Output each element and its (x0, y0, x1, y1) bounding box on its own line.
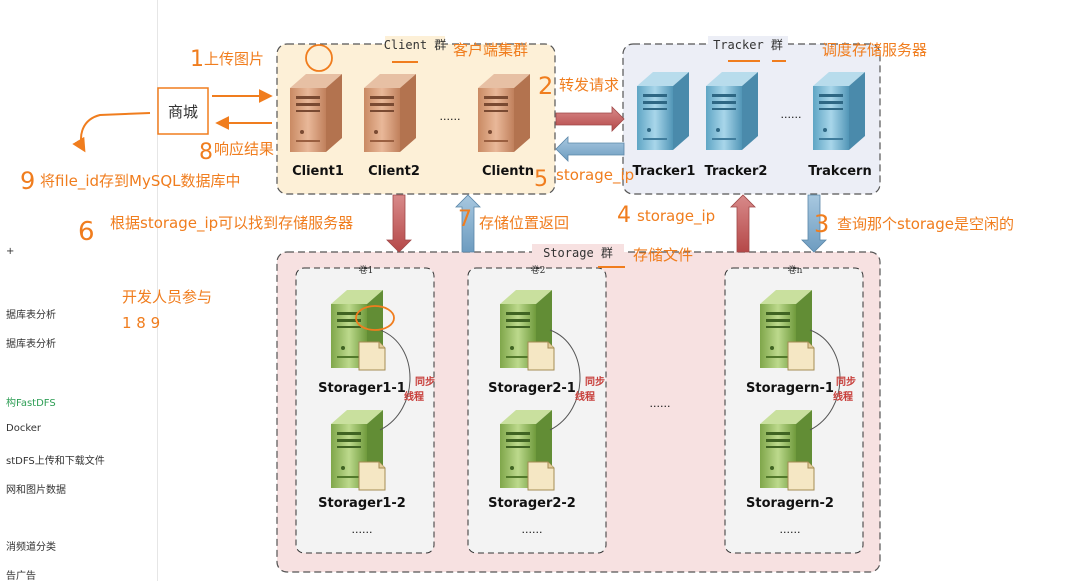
storager1-more: ...... (352, 523, 373, 536)
tracker2-label: Tracker2 (705, 164, 768, 179)
sidebar-item-6[interactable]: 网和图片数据 (6, 485, 66, 496)
arrow-tracker-to-storage (801, 194, 827, 253)
storagern-more: ...... (780, 523, 801, 536)
annotation-6-num: 6 (78, 217, 95, 247)
tracker-group-title-bg (385, 36, 445, 52)
storagern-1-server-icon (759, 289, 815, 371)
annotation-3-num: 3 (814, 210, 829, 238)
storager2-more: ...... (522, 523, 543, 536)
annotation-tracker-cn: 调度存储服务器 (822, 41, 927, 59)
arrow-mall-to-db (72, 112, 151, 153)
volume-2-label: 卷2 (531, 264, 546, 276)
annotation-1-text: 上传图片 (204, 50, 264, 68)
arrow-client-to-storage (386, 194, 412, 253)
sync-thread-label-1a: 同步 (415, 375, 435, 388)
annotation-8-num: 8 (199, 140, 213, 165)
sync-thread-label-na: 同步 (836, 375, 856, 388)
client1-server-icon (290, 74, 342, 152)
client-group-title: Client 群 (384, 38, 447, 52)
sync-thread-label-1b: 线程 (404, 390, 424, 403)
highlight-circle-client (305, 44, 333, 72)
annotation-5-text: storage_ip (556, 166, 634, 185)
storager2-2-label: Storager2-2 (488, 496, 576, 511)
trackern-server-icon (813, 72, 865, 150)
annotation-7-num: 7 (458, 207, 472, 232)
tracker-ellipsis: ...... (781, 108, 802, 121)
annotation-2-text: 转发请求 (559, 76, 619, 94)
volume-n-label: 卷n (788, 264, 803, 276)
arrow-tracker-to-client (555, 136, 625, 162)
sync-line-1 (379, 329, 411, 431)
annotation-1-num: 1 (190, 47, 204, 72)
mall-label: 商城 (168, 103, 198, 121)
storagern-2-label: Storagern-2 (746, 496, 834, 511)
storager1-2-label: Storager1-2 (318, 496, 406, 511)
trackern-label: Trakcern (808, 164, 871, 179)
tracker-group-title: Tracker 群 (713, 38, 783, 52)
arrow-client-to-tracker (555, 106, 625, 132)
tracker1-label: Tracker1 (633, 164, 696, 179)
arrow-storage-to-client (455, 194, 481, 253)
sidebar-item-0[interactable]: + (6, 246, 15, 257)
client1-label: Client1 (292, 164, 344, 179)
sync-line-n (809, 329, 841, 431)
annotation-5-num: 5 (534, 167, 548, 192)
storager2-2-server-icon (499, 409, 555, 491)
clientn-label: Clientn (482, 164, 534, 179)
sidebar-item-2[interactable]: 据库表分析 (6, 339, 56, 350)
mall-box (157, 87, 209, 135)
annotation-9-num: 9 (20, 167, 35, 195)
sidebar-item-5[interactable]: stDFS上传和下载文件 (6, 456, 105, 467)
sync-thread-label-2a: 同步 (585, 375, 605, 388)
sidebar-item-8[interactable]: 告广告 (6, 571, 36, 581)
storager2-1-label: Storager2-1 (488, 381, 576, 396)
clientn-server-icon (478, 74, 530, 152)
storage-group-title: Storage 群 (543, 246, 613, 260)
sync-thread-label-2b: 线程 (575, 390, 595, 403)
tracker2-server-icon (706, 72, 758, 150)
volumes-middle-ellipsis: ...... (650, 397, 671, 410)
tracker1-server-icon (637, 72, 689, 150)
annotation-client-cn: 客户端集群 (453, 41, 528, 59)
annotation-4-num: 4 (617, 203, 631, 228)
client2-server-icon (364, 74, 416, 152)
volume-1-label: 卷1 (359, 264, 374, 276)
tracker-title-bg (708, 36, 788, 52)
annotation-7-text: 存储位置返回 (479, 214, 569, 232)
storagern-2-server-icon (759, 409, 815, 491)
storager1-1-label: Storager1-1 (318, 381, 406, 396)
storagern-1-label: Storagern-1 (746, 381, 834, 396)
client2-label: Client2 (368, 164, 420, 179)
annotation-8-text: 响应结果 (214, 140, 274, 158)
sync-line-2 (549, 329, 581, 431)
storager2-1-server-icon (499, 289, 555, 371)
client-ellipsis: ...... (440, 110, 461, 123)
annotation-storage-cn: 存储文件 (633, 246, 693, 264)
storage-title-bg (532, 244, 624, 260)
annotation-dev-steps: 1 8 9 (122, 314, 160, 332)
sidebar-item-7[interactable]: 消频道分类 (6, 542, 56, 553)
annotation-3-text: 查询那个storage是空闲的 (837, 215, 1014, 233)
sidebar-item-4[interactable]: Docker (6, 423, 42, 434)
annotation-4-text: storage_ip (637, 207, 715, 226)
sidebar-item-3[interactable]: 构FastDFS (6, 398, 56, 409)
annotation-2-num: 2 (538, 72, 553, 100)
annotation-dev: 开发人员参与 (122, 288, 212, 306)
storager1-2-server-icon (330, 409, 386, 491)
annotation-6-text: 根据storage_ip可以找到存储服务器 (110, 214, 353, 233)
arrow-storage-to-tracker (730, 194, 756, 253)
sync-thread-label-nb: 线程 (833, 390, 853, 403)
sidebar-item-1[interactable]: 据库表分析 (6, 310, 56, 321)
annotation-9-text: 将file_id存到MySQL数据库中 (40, 172, 241, 191)
highlight-circle-storage (355, 305, 395, 331)
